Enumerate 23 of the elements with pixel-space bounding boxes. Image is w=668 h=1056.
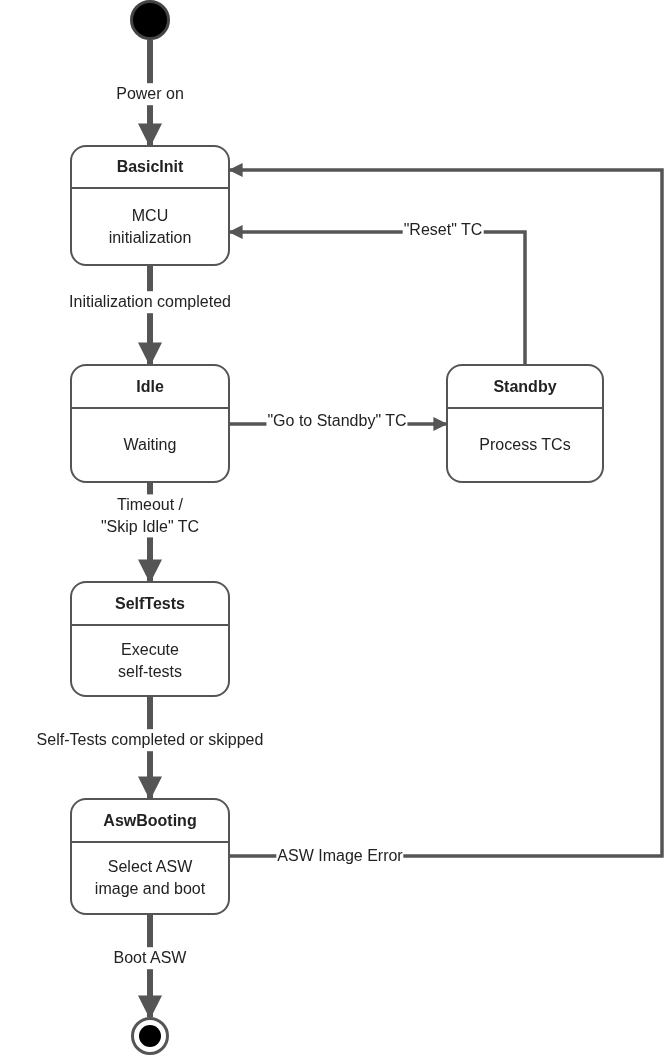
state-activity: Process TCs (479, 435, 571, 456)
final-state-circle (131, 1017, 169, 1055)
state-name: SelfTests (115, 594, 185, 613)
state-activity: Select ASW image and boot (93, 857, 207, 899)
state-name: BasicInit (116, 158, 184, 176)
state-box (70, 581, 230, 697)
initial-state-circle (130, 0, 170, 40)
state-name: AswBooting (103, 811, 197, 830)
state-box (70, 364, 230, 483)
edge-label: Timeout / "Skip Idle" TC (98, 494, 202, 538)
state-name: Standby (493, 377, 557, 396)
state-name: Idle (136, 377, 164, 396)
edge-label: Power on (115, 83, 185, 105)
edge-label: Initialization completed (68, 291, 232, 313)
edge-label: Boot ASW (112, 947, 188, 969)
state-box (70, 798, 230, 915)
state-activity: Waiting (123, 435, 177, 456)
edge-label: Self-Tests completed or skipped (35, 729, 265, 751)
state-box (446, 364, 604, 483)
state-activity: Execute self-tests (117, 639, 183, 682)
state-box (70, 145, 230, 266)
state-activity: MCU initialization (107, 205, 193, 248)
transition-arrow (228, 163, 664, 858)
